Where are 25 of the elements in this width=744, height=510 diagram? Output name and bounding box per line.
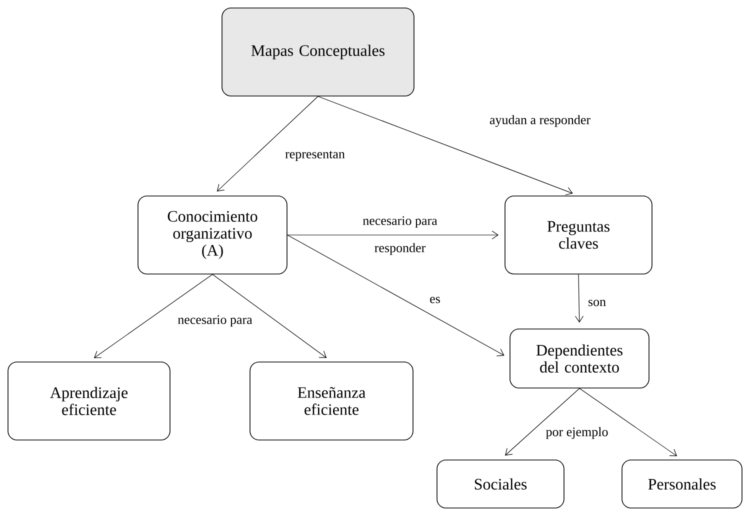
edge-label: necesario para: [362, 215, 438, 229]
concept-box: Personales: [622, 460, 742, 508]
arrow: [94, 274, 213, 358]
edge-label: es: [428, 296, 442, 304]
edge-label: por ejemplo: [544, 426, 610, 440]
arrow: [216, 96, 318, 192]
arrow: [579, 388, 678, 456]
arrow: [504, 388, 580, 456]
arrow: [318, 96, 573, 196]
arrow: [287, 234, 504, 356]
edge-label: representan: [284, 150, 346, 162]
concept-box: Dependientes del contexto: [510, 328, 650, 388]
edge-label: ayudan a responder: [488, 114, 592, 128]
text-label: responder: [373, 242, 427, 256]
edge-label: necesario para: [176, 314, 254, 328]
arrow: [574, 274, 584, 323]
concept-box: Sociales: [436, 460, 564, 508]
concept-box: Conocimiento organizativo (A): [138, 196, 288, 274]
concept-box: Aprendizaje eficiente: [8, 362, 170, 440]
arrow: [287, 230, 499, 240]
concept-box: Preguntas claves: [504, 196, 652, 274]
concept-box: Mapas Conceptuales: [222, 8, 414, 96]
edge-label: son: [586, 298, 608, 308]
arrow: [212, 274, 327, 358]
concept-box: Enseñanza eficiente: [250, 362, 414, 440]
